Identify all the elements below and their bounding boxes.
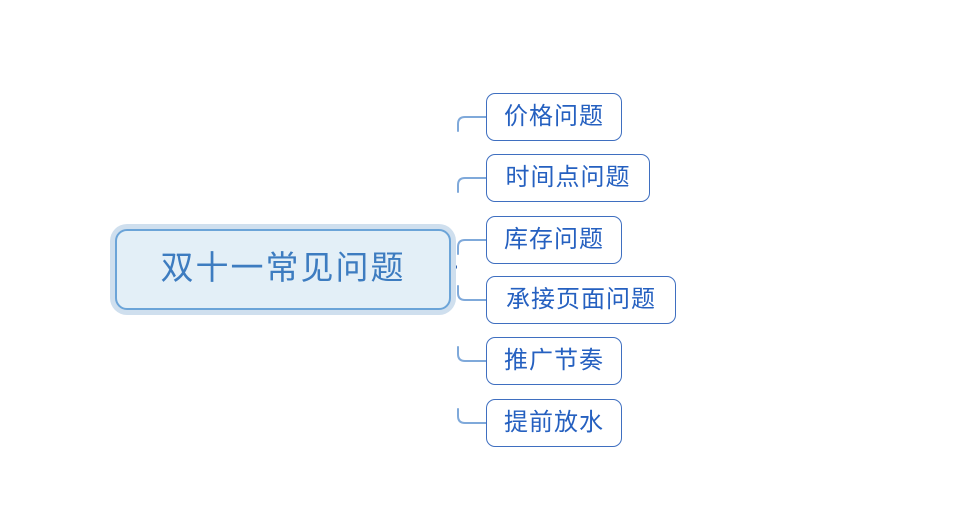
- connector-branch-1: [457, 116, 487, 132]
- mindmap-child-label-3: 库存问题: [504, 227, 604, 253]
- mindmap-child-label-2: 时间点问题: [505, 165, 631, 191]
- mindmap-child-node-5[interactable]: 推广节奏: [486, 337, 622, 385]
- mindmap-child-label-4: 承接页面问题: [506, 287, 656, 313]
- mindmap-child-label-5: 推广节奏: [504, 348, 604, 374]
- connector-branch-4: [457, 285, 487, 301]
- mindmap-child-node-2[interactable]: 时间点问题: [486, 154, 650, 202]
- connector-branch-2: [457, 177, 487, 193]
- connector-branch-5: [457, 346, 487, 362]
- mindmap-child-node-6[interactable]: 提前放水: [486, 399, 622, 447]
- mindmap-child-node-3[interactable]: 库存问题: [486, 216, 622, 264]
- mindmap-root-label: 双十一常见问题: [160, 251, 406, 287]
- connector-branch-3: [457, 239, 487, 255]
- mindmap-child-label-1: 价格问题: [504, 104, 604, 130]
- mindmap-child-node-1[interactable]: 价格问题: [486, 93, 622, 141]
- connector-branch-6: [457, 408, 487, 424]
- mindmap-child-node-4[interactable]: 承接页面问题: [486, 276, 676, 324]
- mindmap-root-node[interactable]: 双十一常见问题: [115, 229, 451, 310]
- mindmap-child-label-6: 提前放水: [504, 410, 604, 436]
